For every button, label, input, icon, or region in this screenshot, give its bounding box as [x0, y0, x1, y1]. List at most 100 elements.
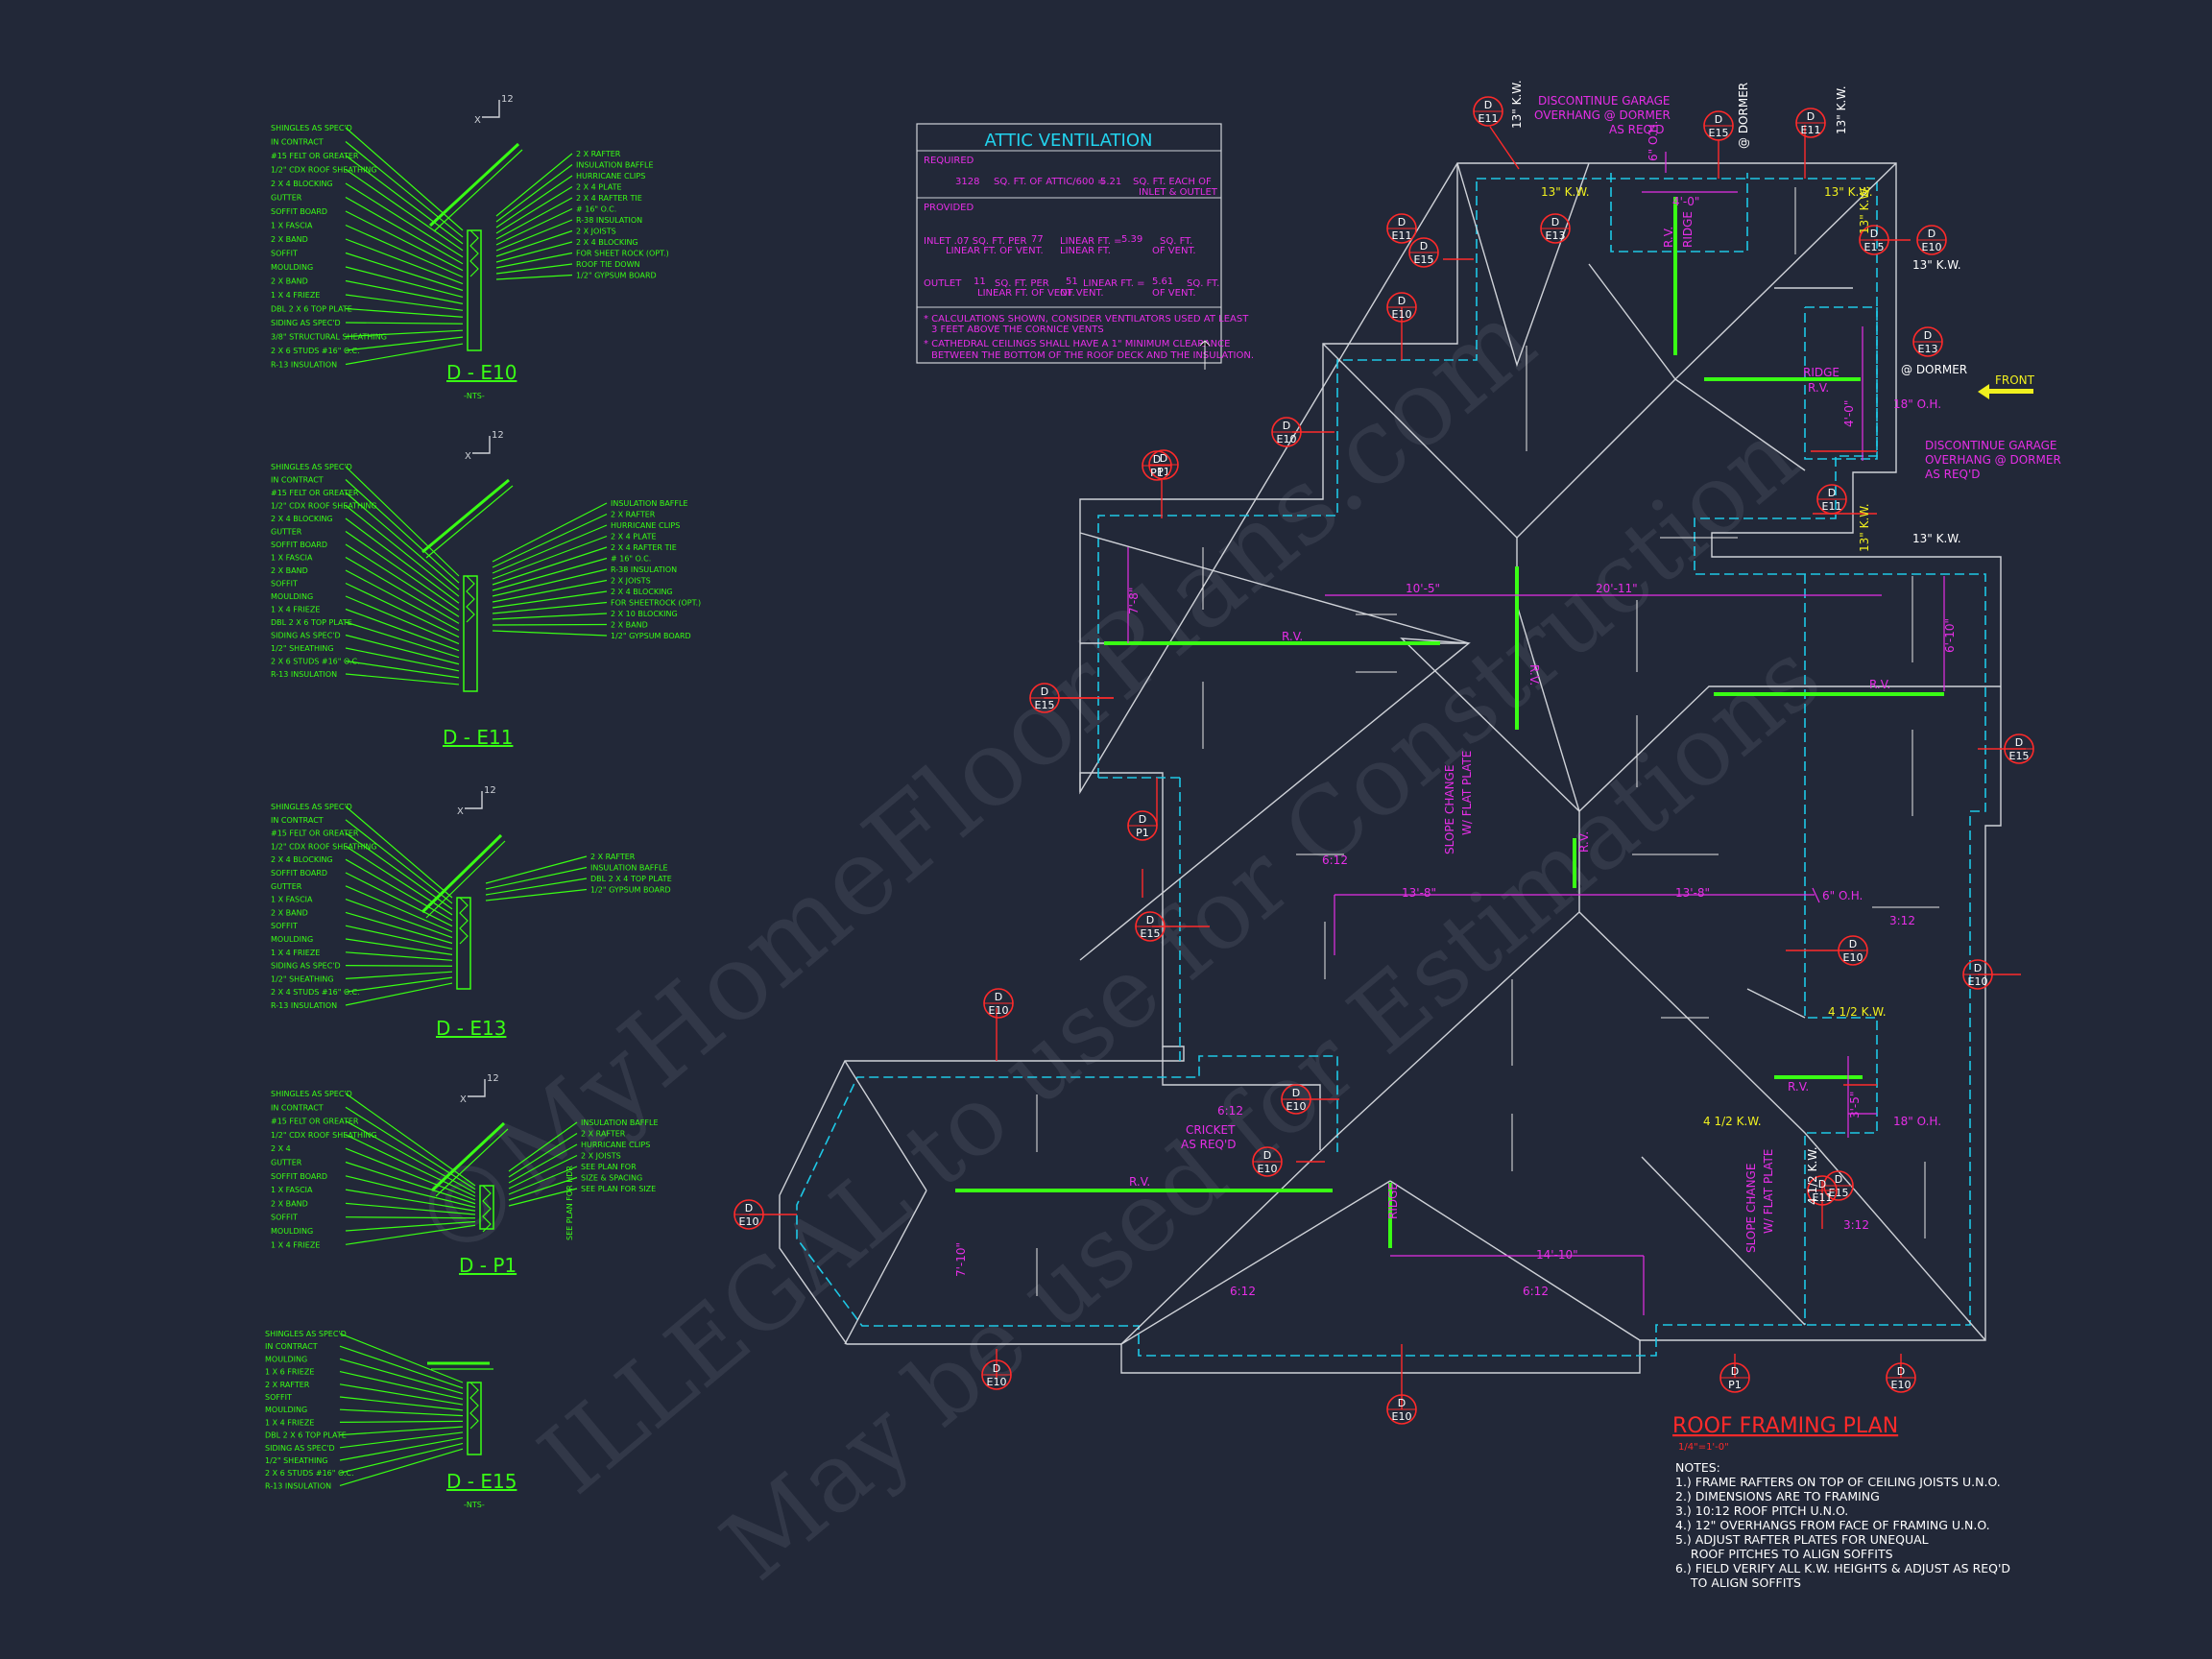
detail-leader — [492, 568, 608, 597]
callout-detail-letter: D — [1835, 1173, 1842, 1186]
pitch-3-12: 3:12 — [1889, 914, 1915, 927]
detail-leader — [345, 531, 460, 611]
callout-sheet-ref: E11 — [1479, 112, 1499, 125]
detail-left-label: GUTTER — [271, 194, 302, 203]
detail-wall — [467, 1382, 482, 1455]
detail-left-label: #15 FELT OR GREATER — [271, 830, 359, 838]
detail-leader — [345, 885, 453, 933]
detail-leader — [345, 569, 460, 632]
detail-roof — [421, 478, 510, 554]
inlet-sqft-value: 5.39 — [1121, 234, 1142, 245]
watermark-line-3: May be used for Estimations — [701, 620, 1840, 1602]
note-4: 4.) 12" OVERHANGS FROM FACE OF FRAMING U… — [1675, 1518, 1990, 1532]
callout-detail-letter: D — [1870, 228, 1878, 240]
callout-detail-letter: D — [1974, 962, 1982, 974]
plan-labels: DISCONTINUE GARAGE OVERHANG @ DORMER AS … — [954, 94, 2061, 1298]
callout-detail-letter: D — [1398, 295, 1406, 307]
detail-leader — [492, 613, 608, 620]
detail-leader — [508, 1121, 578, 1172]
detail-wall — [479, 1185, 494, 1230]
callout-detail-letter: D — [1153, 453, 1161, 466]
detail-right-label: SIZE & SPACING — [581, 1174, 642, 1183]
detail-left-label: SOFFIT — [271, 580, 298, 589]
detail-left-label: SHINGLES AS SPEC'D — [271, 463, 352, 471]
detail-left-label: IN CONTRACT — [265, 1342, 318, 1351]
dimension-lines — [1127, 152, 1945, 1315]
detail-right-label: R-38 INSULATION — [576, 216, 642, 225]
plan-scale: 1/4"=1'-0" — [1678, 1442, 1729, 1453]
detail-right-label: 2 X 4 BLOCKING — [576, 238, 638, 247]
detail-leader — [345, 1134, 476, 1197]
callout-sheet-ref: P1 — [1136, 827, 1149, 839]
detail-right-label: INSULATION BAFFLE — [576, 161, 654, 170]
detail-leader — [345, 858, 453, 922]
detail-title: D - E11 — [443, 726, 513, 749]
detail-left-label: IN CONTRACT — [271, 138, 324, 147]
note-5: 5.) ADJUST RAFTER PLATES FOR UNEQUAL — [1675, 1532, 1929, 1547]
detail-left-label: R-13 INSULATION — [271, 670, 337, 679]
callout-sheet-ref: E11 — [1822, 500, 1842, 513]
detail-wall — [456, 897, 471, 990]
detail-leader — [495, 241, 573, 263]
detail-leader — [345, 1147, 476, 1201]
detail-leader — [339, 1383, 464, 1406]
callout-sheet-ref: P1 — [1728, 1379, 1742, 1391]
detail-leader — [495, 263, 573, 275]
detail-left-label: 2 X BAND — [271, 566, 308, 575]
detail-left-label: SOFFIT — [265, 1393, 292, 1402]
detail-left-label: 2 X RAFTER — [265, 1381, 310, 1389]
outlet-linear: LINEAR FT. = — [1083, 278, 1145, 289]
detail-right-label: INSULATION BAFFLE — [590, 864, 668, 873]
callout-p1: DP1 — [1142, 450, 1172, 481]
discontinue-top-2: OVERHANG @ DORMER — [1534, 108, 1671, 122]
callout-sheet-ref: E10 — [1843, 951, 1863, 964]
rv-label-8: R.V. — [1788, 1080, 1809, 1094]
detail-left-label: 1 X FASCIA — [271, 554, 313, 563]
callout-detail-letter: D — [1484, 99, 1492, 111]
detail-leader — [345, 224, 464, 278]
callout-sheet-ref: E10 — [1277, 433, 1297, 445]
rv-label-1: R.V. — [1662, 227, 1675, 248]
detail-leader — [345, 899, 453, 939]
detail-right-label: ROOF TIE DOWN — [576, 260, 640, 269]
detail-leader — [345, 141, 464, 238]
detail-leader — [492, 513, 608, 568]
detail-right-label: 2 X 4 RAFTER TIE — [576, 194, 642, 203]
detail-leader — [345, 169, 464, 252]
detail-leader — [345, 647, 460, 672]
pitch-x: X — [460, 1094, 467, 1105]
detail-right-label: 2 X RAFTER — [576, 150, 621, 158]
discontinue-right-3: AS REQ'D — [1925, 468, 1981, 481]
detail-leader — [508, 1154, 578, 1190]
detail-leader — [345, 1175, 476, 1209]
detail-right-label: 2 X RAFTER — [611, 511, 656, 519]
detail-leader — [345, 155, 464, 245]
detail-left-label: SIDING AS SPEC'D — [271, 962, 341, 971]
rv-label-2: R.V. — [1808, 381, 1829, 395]
callout-detail-letter: D — [1139, 813, 1146, 826]
callout-sheet-ref: E15 — [1864, 241, 1885, 253]
detail-left-label: SIDING AS SPEC'D — [265, 1444, 335, 1453]
callout-sheet-ref: E10 — [1968, 975, 1988, 988]
slope-change-2b: W/ FLAT PLATE — [1762, 1149, 1775, 1234]
callout-sheet-ref: P1 — [1150, 467, 1164, 479]
attic-note-4: BETWEEN THE BOTTOM OF THE ROOF DECK AND … — [931, 350, 1254, 361]
detail-leader — [345, 805, 453, 899]
detail-leader — [492, 601, 608, 614]
detail-leader — [345, 517, 460, 604]
detail-left-label: SOFFIT — [271, 250, 298, 258]
detail-right-label: 2 X 4 BLOCKING — [611, 588, 673, 596]
detail-roof — [430, 1121, 506, 1192]
detail-leader — [345, 252, 464, 292]
detail-left-label: SHINGLES AS SPEC'D — [271, 124, 352, 132]
note-1: 1.) FRAME RAFTERS ON TOP OF CEILING JOIS… — [1675, 1475, 2001, 1489]
inlet-sqft: SQ. FT. — [1160, 236, 1192, 247]
detail-leader — [495, 197, 573, 240]
detail-right-label: INSULATION BAFFLE — [581, 1118, 659, 1127]
detail-title: D - P1 — [459, 1254, 517, 1277]
detail-leader — [345, 608, 460, 652]
detail-leader — [508, 1132, 578, 1178]
detail-left-label: MOULDING — [271, 935, 313, 944]
detail-scale: -NTS- — [464, 392, 485, 400]
detail-leader — [339, 1420, 464, 1424]
